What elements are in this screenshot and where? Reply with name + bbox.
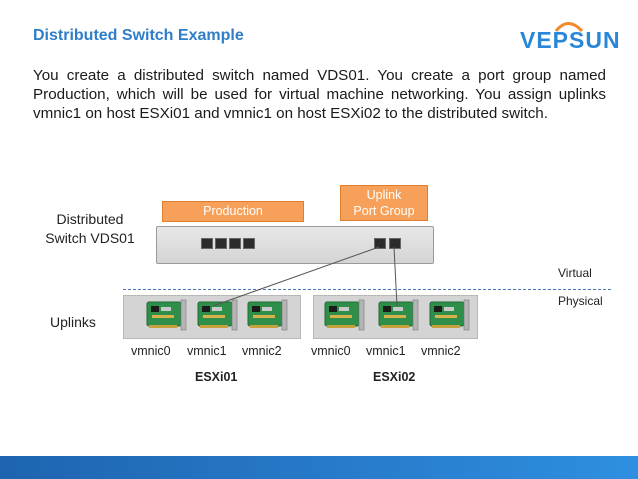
switch-port	[215, 238, 227, 249]
nic-label: vmnic2	[421, 344, 461, 358]
virtual-physical-divider	[123, 289, 611, 290]
description-text: You create a distributed switch named VD…	[33, 67, 606, 122]
vepsun-logo: VEPSUN	[520, 18, 620, 54]
switch-port	[201, 238, 213, 249]
host-label-esxi02: ESXi02	[373, 370, 416, 384]
host-label-esxi01: ESXi01	[195, 370, 238, 384]
footer-bar	[0, 456, 638, 479]
logo-swoosh-icon	[554, 22, 584, 32]
switch-label-line1: Distributed	[56, 211, 124, 227]
uplinks-label: Uplinks	[50, 314, 96, 330]
nic-label: vmnic1	[187, 344, 227, 358]
virtual-label: Virtual	[558, 266, 592, 280]
nic-label: vmnic2	[242, 344, 282, 358]
uplink-port-group[interactable]: Uplink Port Group	[340, 185, 428, 221]
uplink-port	[389, 238, 401, 249]
page-title: Distributed Switch Example	[33, 27, 244, 44]
physical-label: Physical	[558, 294, 603, 308]
switch-label-line2: Switch VDS01	[45, 230, 135, 246]
logo-text: VEPSUN	[520, 27, 621, 53]
switch-port	[243, 238, 255, 249]
production-label: Production	[203, 204, 263, 218]
nic-label: vmnic1	[366, 344, 406, 358]
nic-label: vmnic0	[311, 344, 351, 358]
switch-label: Distributed Switch VDS01	[38, 211, 142, 246]
switch-port	[229, 238, 241, 249]
uplink-port	[374, 238, 386, 249]
production-port-group[interactable]: Production	[162, 201, 304, 222]
nic-label: vmnic0	[131, 344, 171, 358]
uplink-pg-line2: Port Group	[353, 204, 415, 218]
uplink-pg-line1: Uplink	[366, 188, 402, 202]
